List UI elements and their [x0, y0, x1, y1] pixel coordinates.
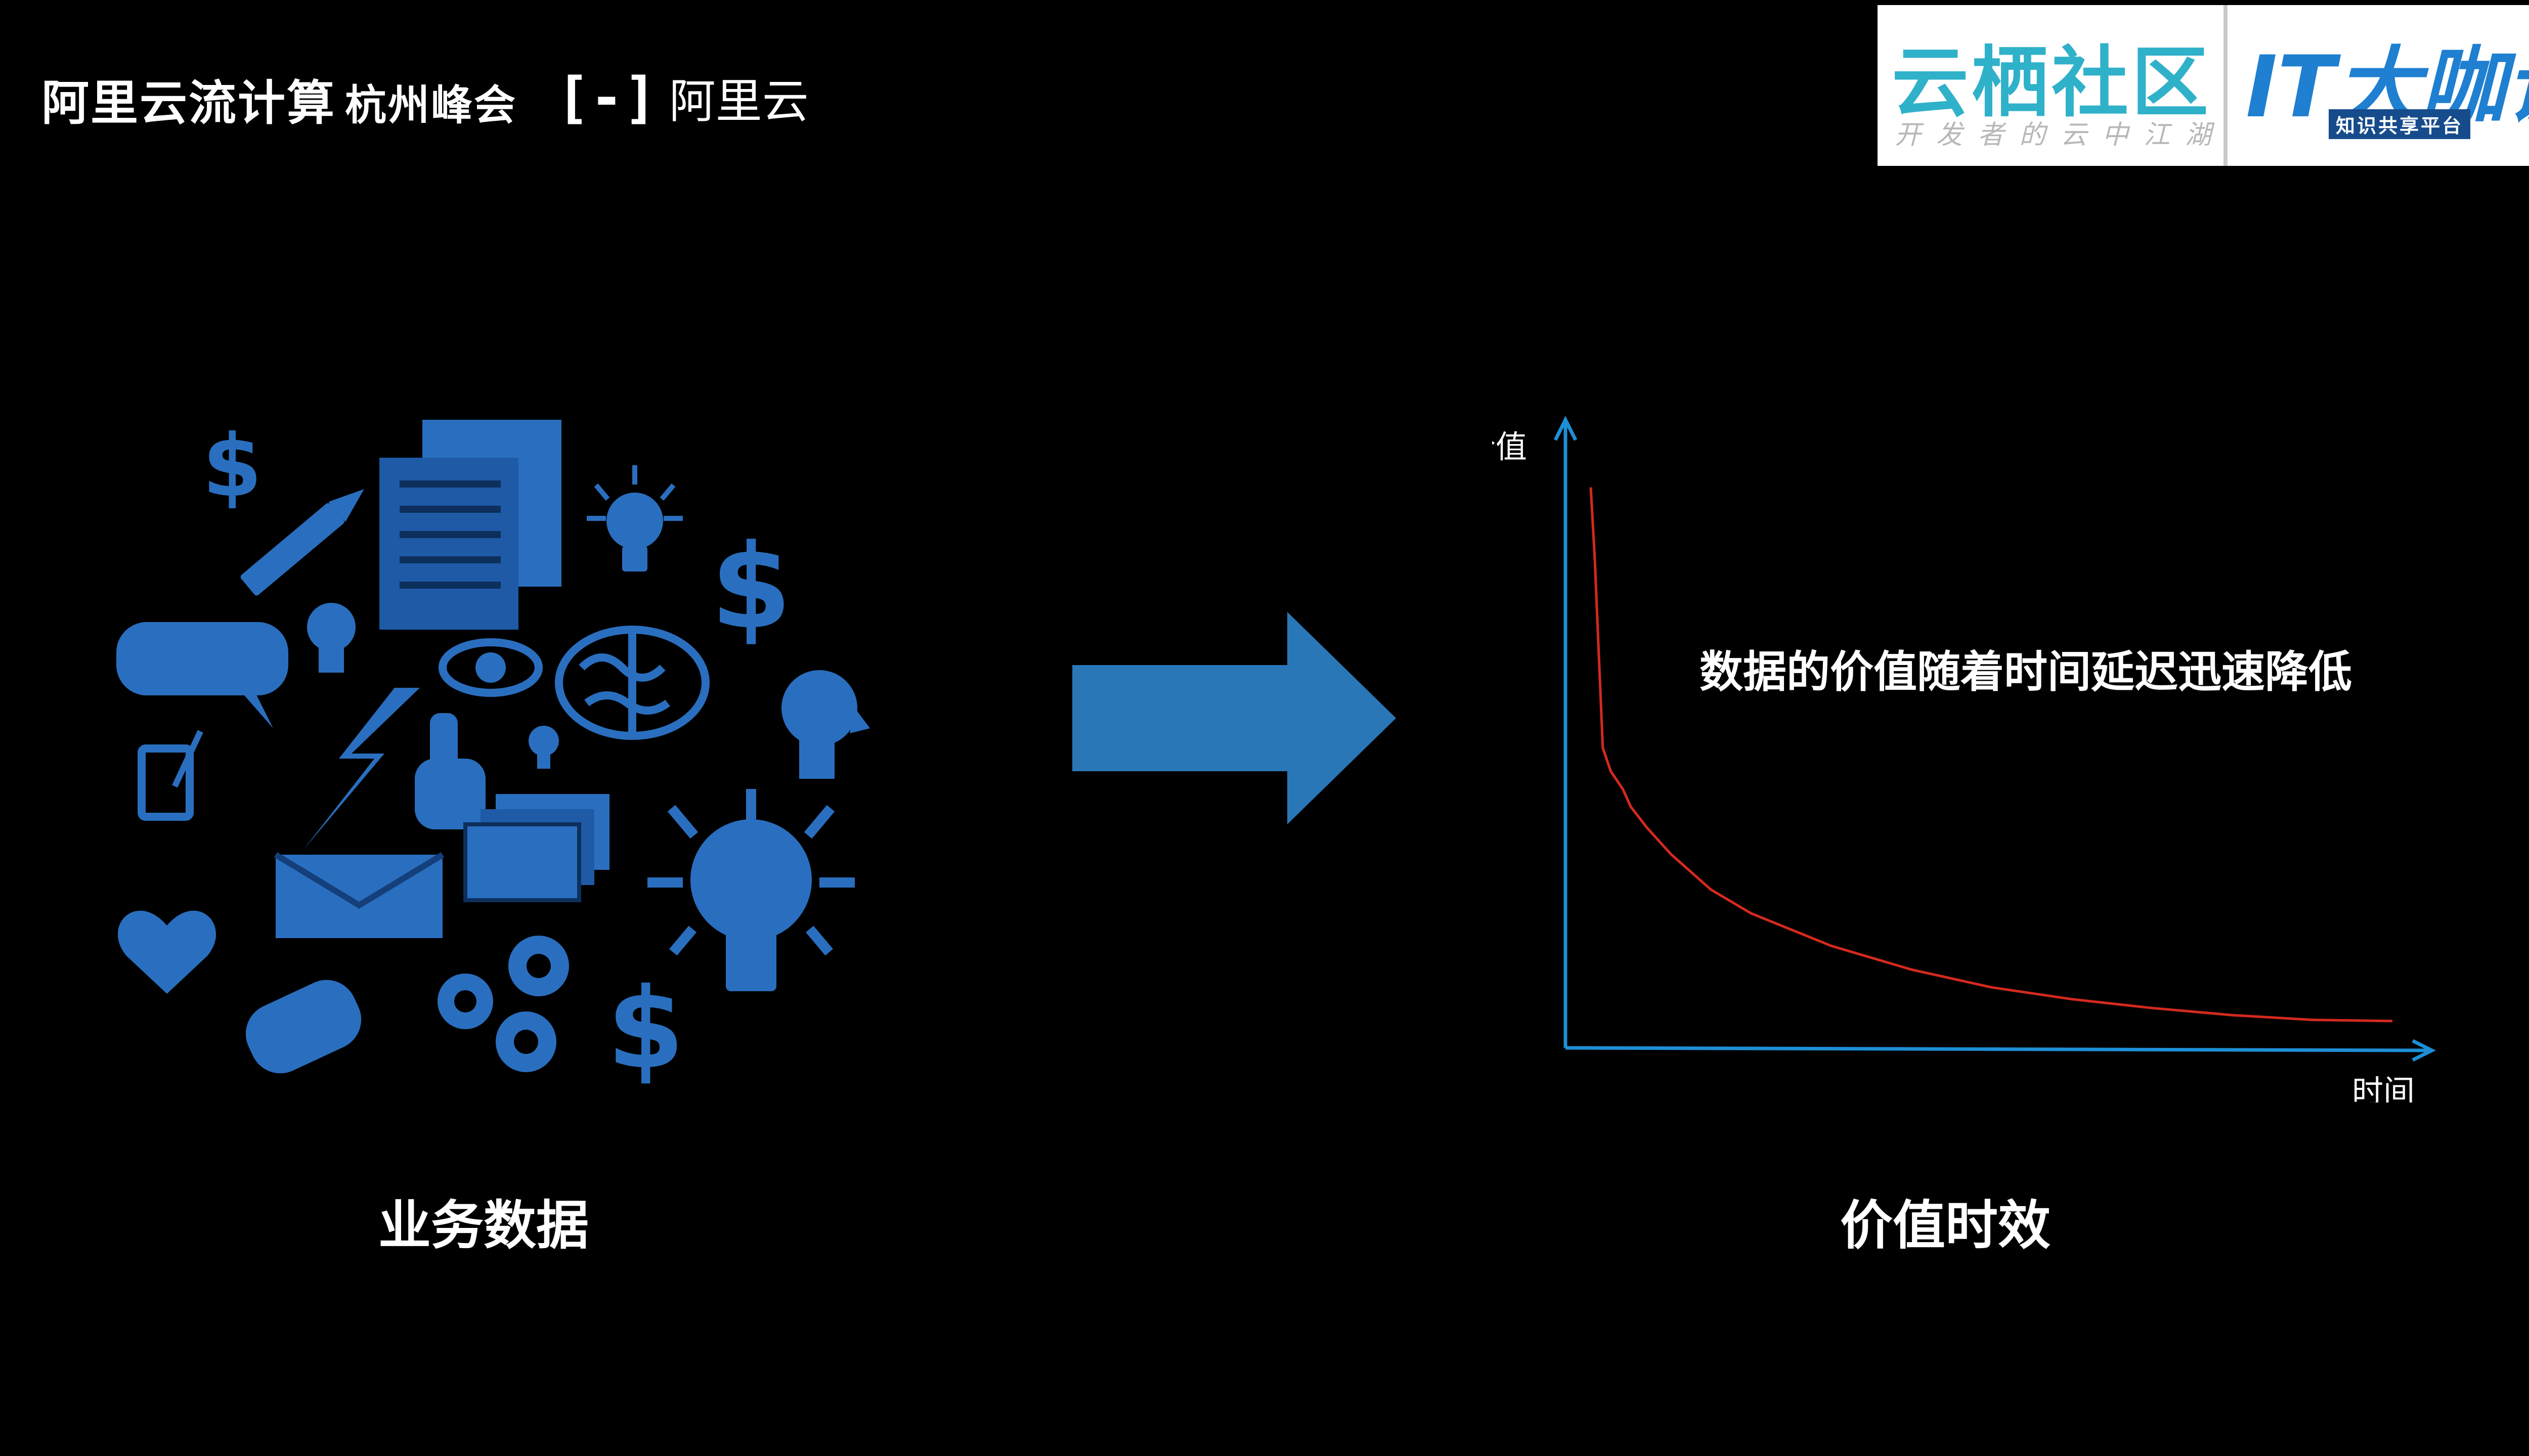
- yunqi-community-logo: 云栖社区 开发者的云中江湖: [1878, 5, 2228, 166]
- files-icon: [463, 794, 609, 902]
- pencil-icon: [240, 489, 364, 596]
- value-timeliness-caption: 价值时效: [1840, 1195, 2051, 1256]
- x-axis-label: 时间: [2352, 1073, 2415, 1102]
- eye-icon: [439, 638, 543, 697]
- value-decay-chart: 价值 时间: [1492, 416, 2436, 1102]
- aliyun-brand: [-] 阿里云: [556, 64, 809, 131]
- dollar-icon: $: [711, 520, 792, 655]
- partner-logos: 云栖社区 开发者的云中江湖 IT大咖说 知识共享平台: [1878, 5, 2529, 166]
- yunqi-community-slogan: 开发者的云中江湖: [1895, 120, 2227, 150]
- document-stack-icon: [379, 420, 561, 630]
- y-axis-arrowhead: [1553, 416, 1578, 441]
- x-axis-arrowhead: [2412, 1039, 2436, 1062]
- value-decay-curve: [1589, 487, 2393, 1023]
- handshake-icon: [245, 980, 362, 1074]
- tablet-icon: [138, 730, 203, 821]
- it-daka-tag: 知识共享平台: [2329, 109, 2471, 139]
- lightning-icon: [303, 688, 420, 850]
- business-data-icon-cluster: $ $: [116, 416, 870, 1093]
- business-data-caption: 业务数据: [378, 1195, 589, 1256]
- brain-icon: [555, 626, 710, 740]
- aliyun-logo-icon: [-]: [556, 65, 657, 130]
- dollar-icon: $: [202, 416, 262, 516]
- speech-bubble-icon: [116, 622, 288, 728]
- it-daka-logo: IT大咖说 知识共享平台: [2228, 5, 2529, 166]
- heart-icon: [117, 910, 216, 994]
- gears-icon: [438, 936, 569, 1072]
- dollar-icon: $: [607, 964, 684, 1093]
- large-lightbulb-icon: [647, 789, 855, 991]
- event-title: 阿里云流计算杭州峰会: [41, 65, 517, 134]
- event-title-subtitle: 杭州峰会: [345, 81, 517, 129]
- thumbs-up-icon: [415, 713, 486, 829]
- right-arrow-icon: [1072, 612, 1396, 824]
- event-title-main: 阿里云流计算: [41, 76, 336, 131]
- small-lightbulb-icon: [529, 726, 559, 769]
- x-axis: [1565, 1046, 2429, 1052]
- y-axis-label: 价值: [1492, 428, 1527, 465]
- lightbulb-icon: [587, 465, 683, 571]
- yunqi-community-name: 云栖社区: [1892, 38, 2211, 127]
- head-icon: [307, 603, 356, 673]
- chart-annotation: 数据的价值随着时间延迟迅速降低: [1699, 647, 2352, 697]
- aliyun-brand-name: 阿里云: [669, 74, 809, 128]
- envelope-icon: [274, 852, 445, 938]
- head-profile-icon: [781, 670, 870, 779]
